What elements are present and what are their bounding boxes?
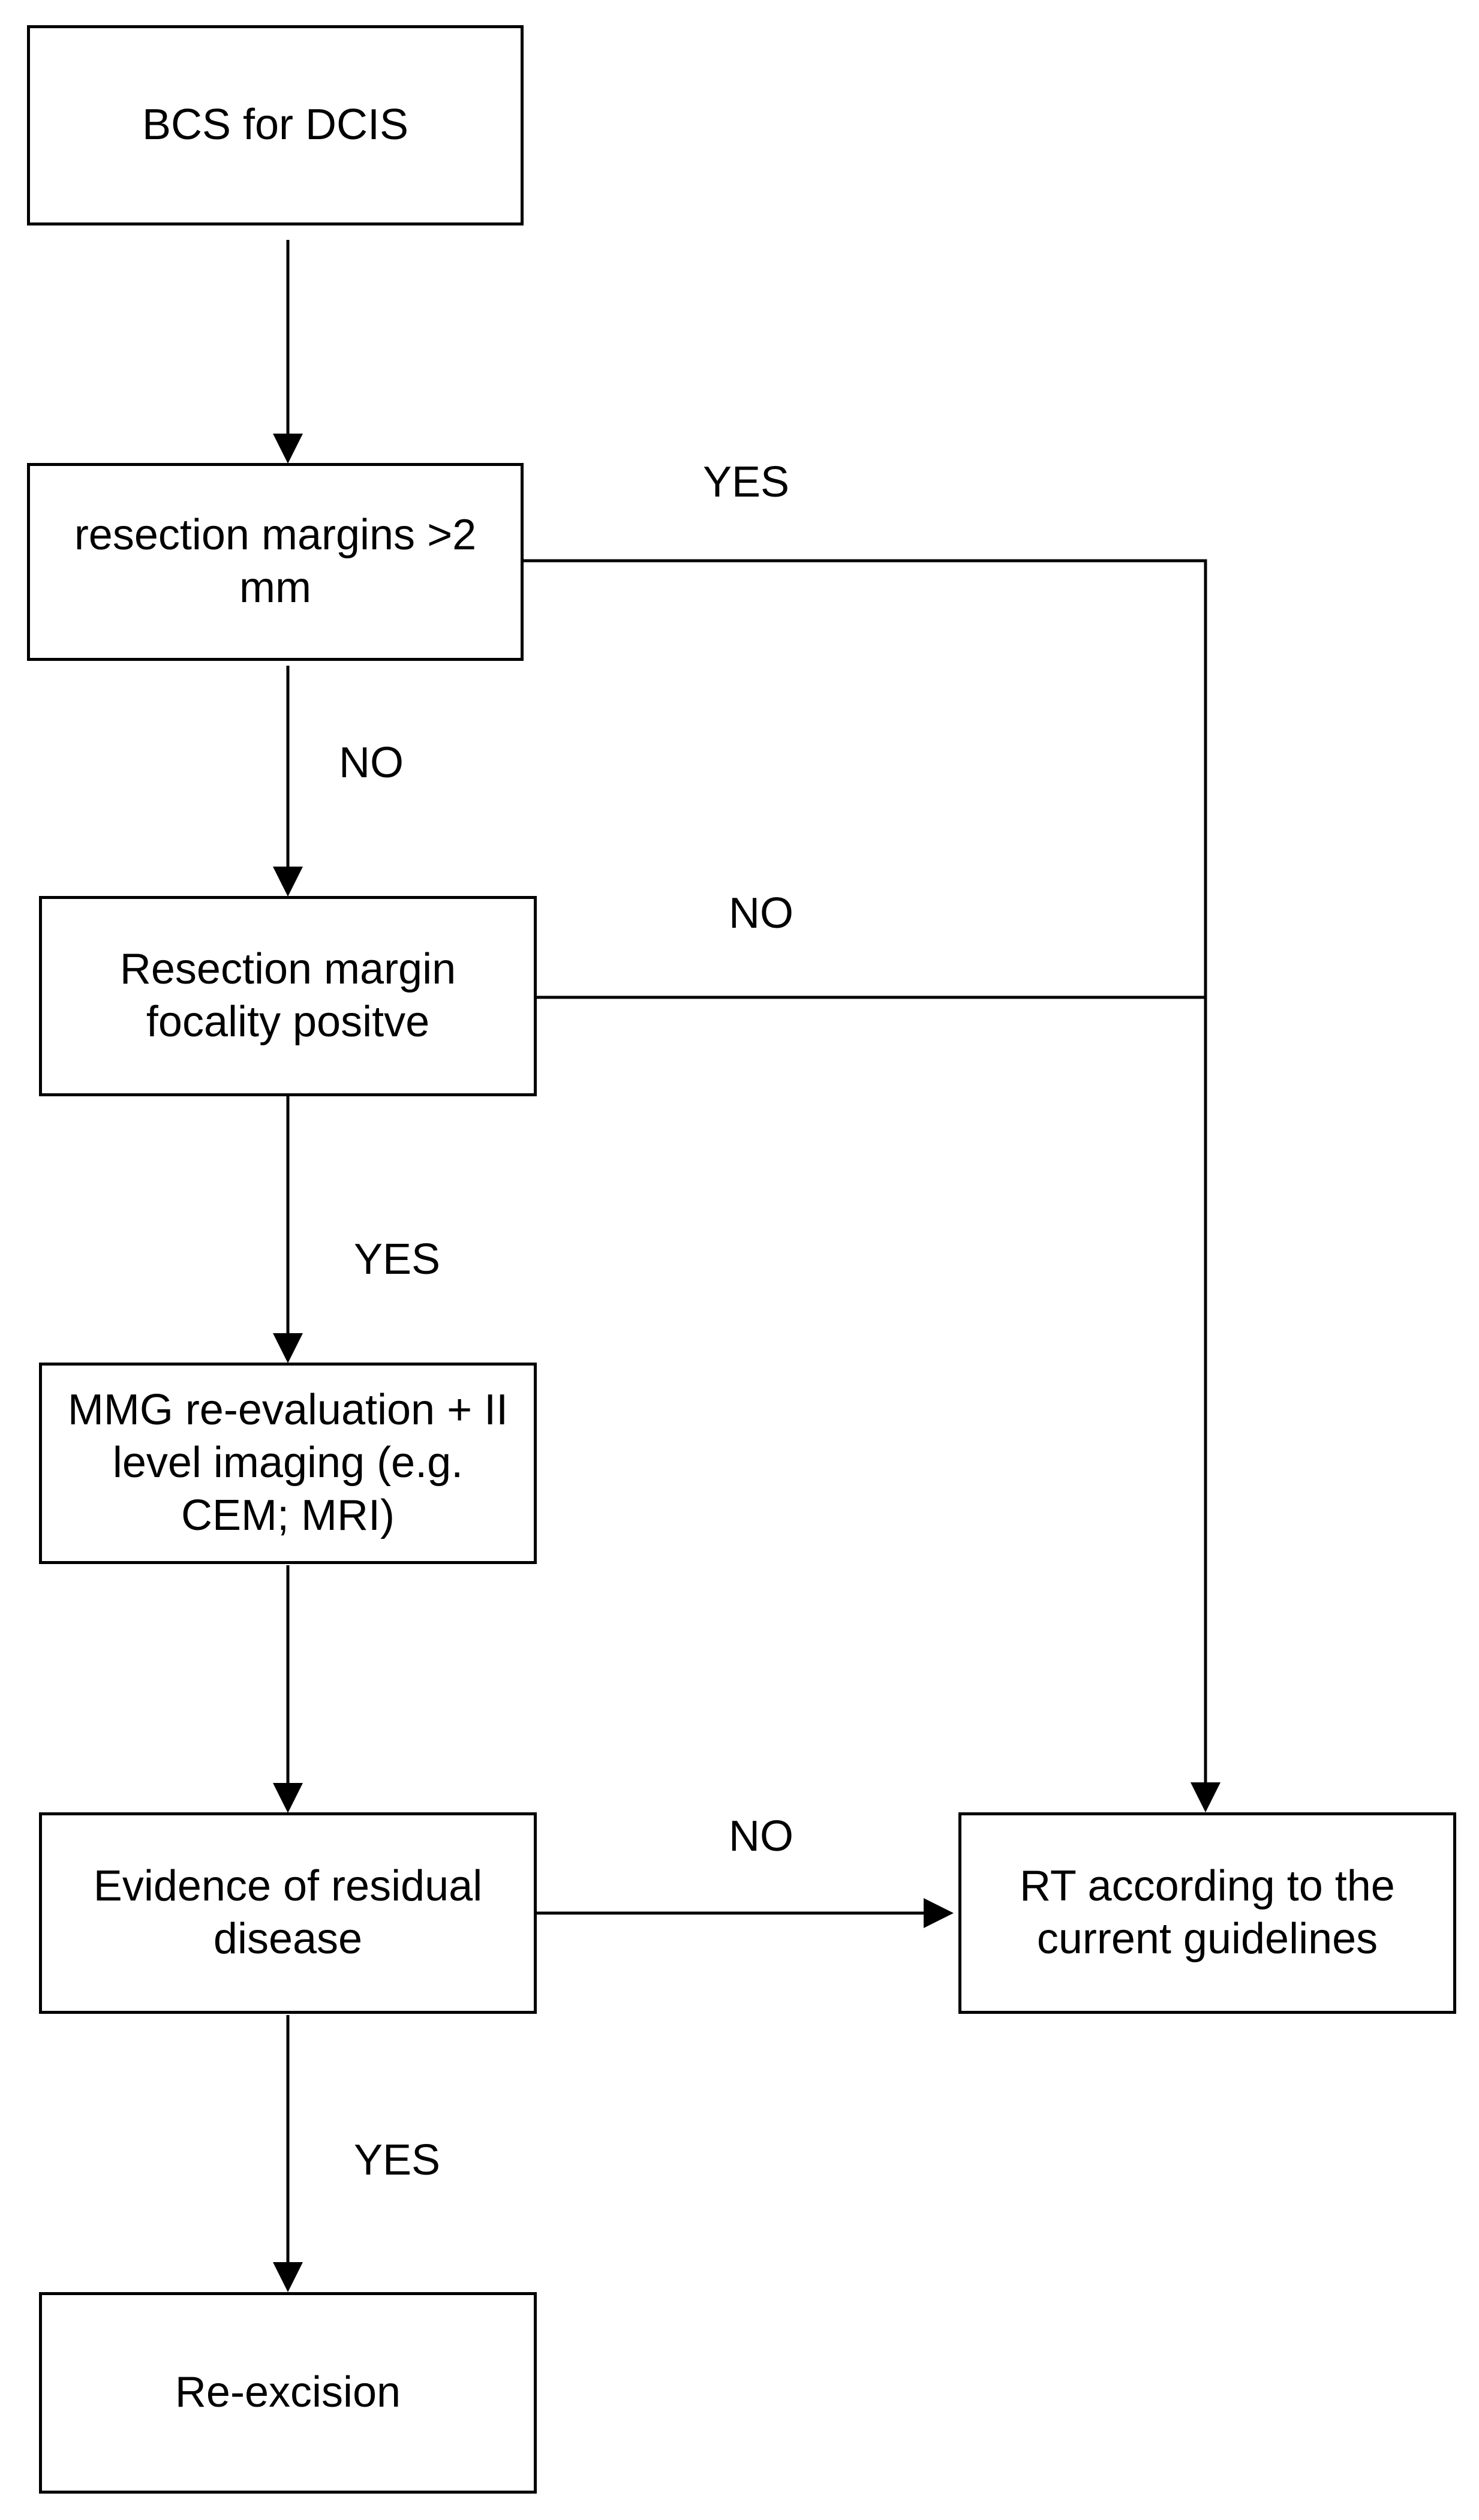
node-re-excision: Re-excision <box>39 2292 537 2494</box>
node-residual-disease-label: Evidence of residual disease <box>93 1862 483 1963</box>
node-rt-guidelines-label: RT according to the current guidelines <box>1020 1862 1395 1963</box>
edge-label-residual-no: NO <box>729 1812 793 1860</box>
node-resection-margins: resection margins >2 mm <box>27 463 524 661</box>
edge-label-margins-no: NO <box>339 739 404 787</box>
edge-label-margins-yes: YES <box>703 458 790 506</box>
node-bcs-for-dcis: BCS for DCIS <box>27 25 524 225</box>
edge-label-residual-yes: YES <box>354 2136 441 2184</box>
node-margin-focality-label: Resection margin focality positve <box>119 945 456 1046</box>
node-imaging: MMG re-evaluation + II level imaging (e.… <box>39 1363 537 1564</box>
node-bcs-for-dcis-label: BCS for DCIS <box>142 101 409 149</box>
node-re-excision-label: Re-excision <box>175 2368 401 2417</box>
node-margin-focality: Resection margin focality positve <box>39 896 537 1096</box>
node-resection-margins-label: resection margins >2 mm <box>74 511 477 612</box>
edge-label-focality-no: NO <box>729 889 793 937</box>
node-rt-guidelines: RT according to the current guidelines <box>958 1812 1456 2014</box>
node-residual-disease: Evidence of residual disease <box>39 1812 537 2014</box>
line-margins-yes-to-rt <box>524 559 1221 1812</box>
node-imaging-label: MMG re-evaluation + II level imaging (e.… <box>67 1386 509 1539</box>
edge-label-focality-yes: YES <box>354 1235 441 1283</box>
